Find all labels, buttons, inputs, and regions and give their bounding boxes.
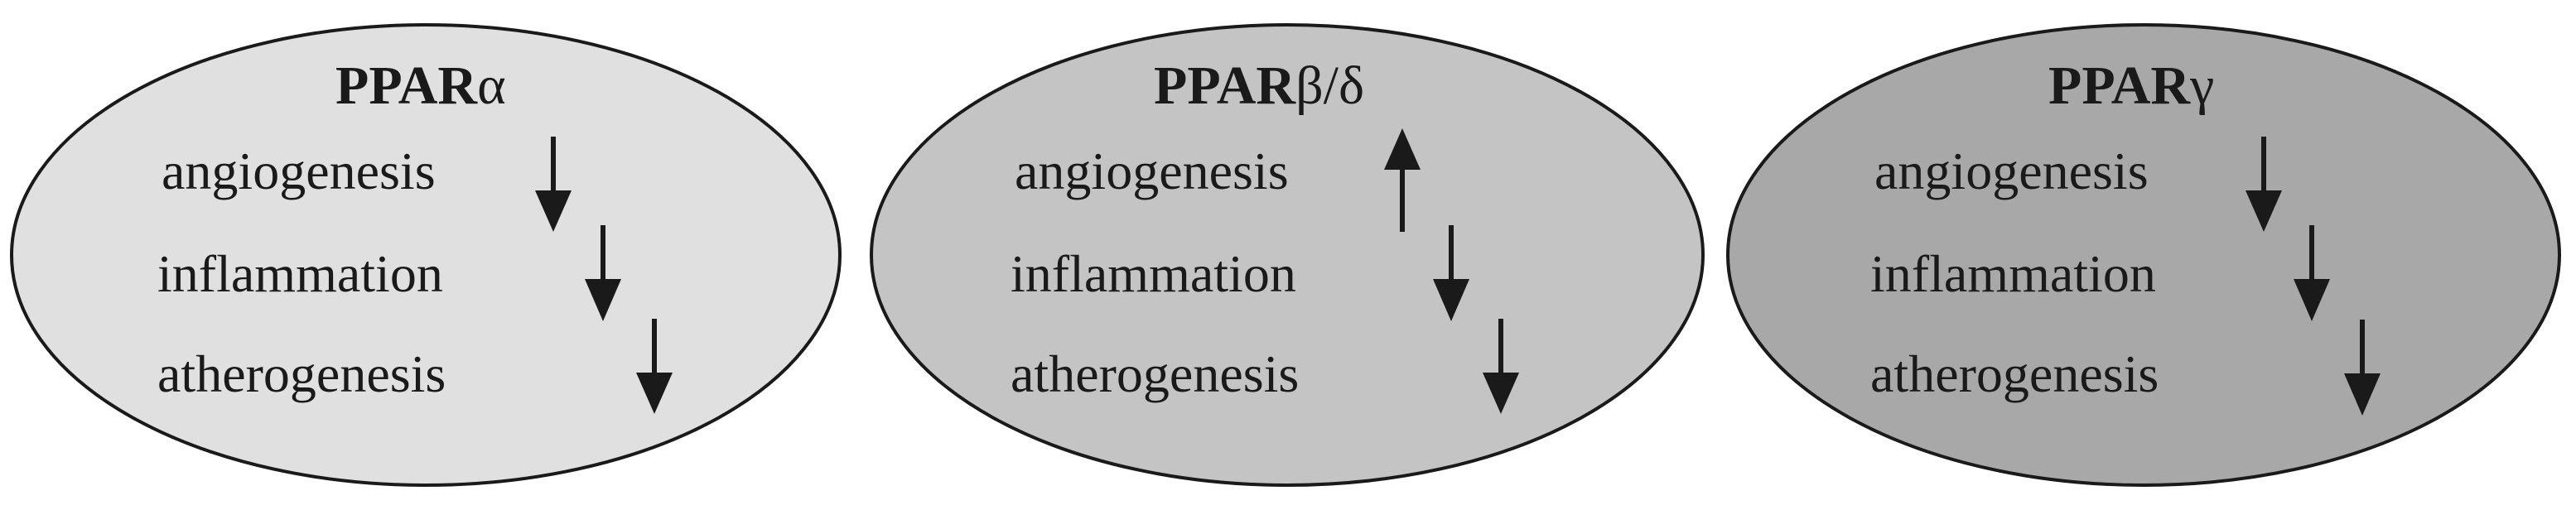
ppar-gamma-title-greek: γ (2189, 55, 2214, 116)
ppar-beta-delta-item-inflammation: inflammation (1011, 244, 1296, 303)
down-arrow-icon (2294, 225, 2330, 321)
ppar-beta-delta-item-atherogenesis: atherogenesis (1011, 344, 1299, 403)
ppar-gamma-oval (1726, 23, 2561, 487)
down-arrow-icon (1483, 319, 1519, 414)
ppar-gamma-item-angiogenesis: angiogenesis (1874, 142, 2149, 200)
ppar-beta-delta-title-prefix: PPAR (1154, 55, 1296, 116)
down-arrow-icon (2246, 137, 2282, 232)
down-arrow-icon (1433, 225, 1469, 321)
ppar-gamma-item-atherogenesis: atherogenesis (1870, 344, 2159, 403)
ppar-alpha-title-greek: α (477, 55, 506, 116)
ppar-alpha-item-atherogenesis: atherogenesis (157, 344, 446, 403)
ppar-alpha-oval (10, 23, 842, 487)
ppar-alpha-title: PPARα (335, 55, 506, 116)
up-arrow-icon (1384, 128, 1421, 232)
ppar-beta-delta-group: PPARβ/δ angiogenesis inflammation athero… (870, 23, 1705, 487)
ppar-gamma-group: PPARγ angiogenesis inflammation atheroge… (1726, 23, 2561, 487)
ppar-beta-delta-title: PPARβ/δ (1154, 55, 1364, 116)
ppar-gamma-item-inflammation: inflammation (1870, 244, 2156, 303)
ppar-gamma-title-prefix: PPAR (2048, 55, 2191, 116)
down-arrow-icon (636, 319, 673, 414)
ppar-alpha-title-prefix: PPAR (335, 55, 478, 116)
ppar-beta-delta-title-greek: β/δ (1295, 55, 1364, 116)
ppar-beta-delta-item-angiogenesis: angiogenesis (1015, 142, 1289, 200)
down-arrow-icon (2344, 320, 2381, 416)
down-arrow-icon (585, 225, 621, 321)
ppar-alpha-item-angiogenesis: angiogenesis (162, 142, 436, 200)
ppar-alpha-group: PPARα angiogenesis inflammation atheroge… (10, 23, 842, 487)
ppar-beta-delta-oval (870, 23, 1705, 487)
down-arrow-icon (535, 137, 572, 232)
ppar-alpha-item-inflammation: inflammation (157, 244, 443, 303)
ppar-gamma-title: PPARγ (2048, 55, 2214, 116)
